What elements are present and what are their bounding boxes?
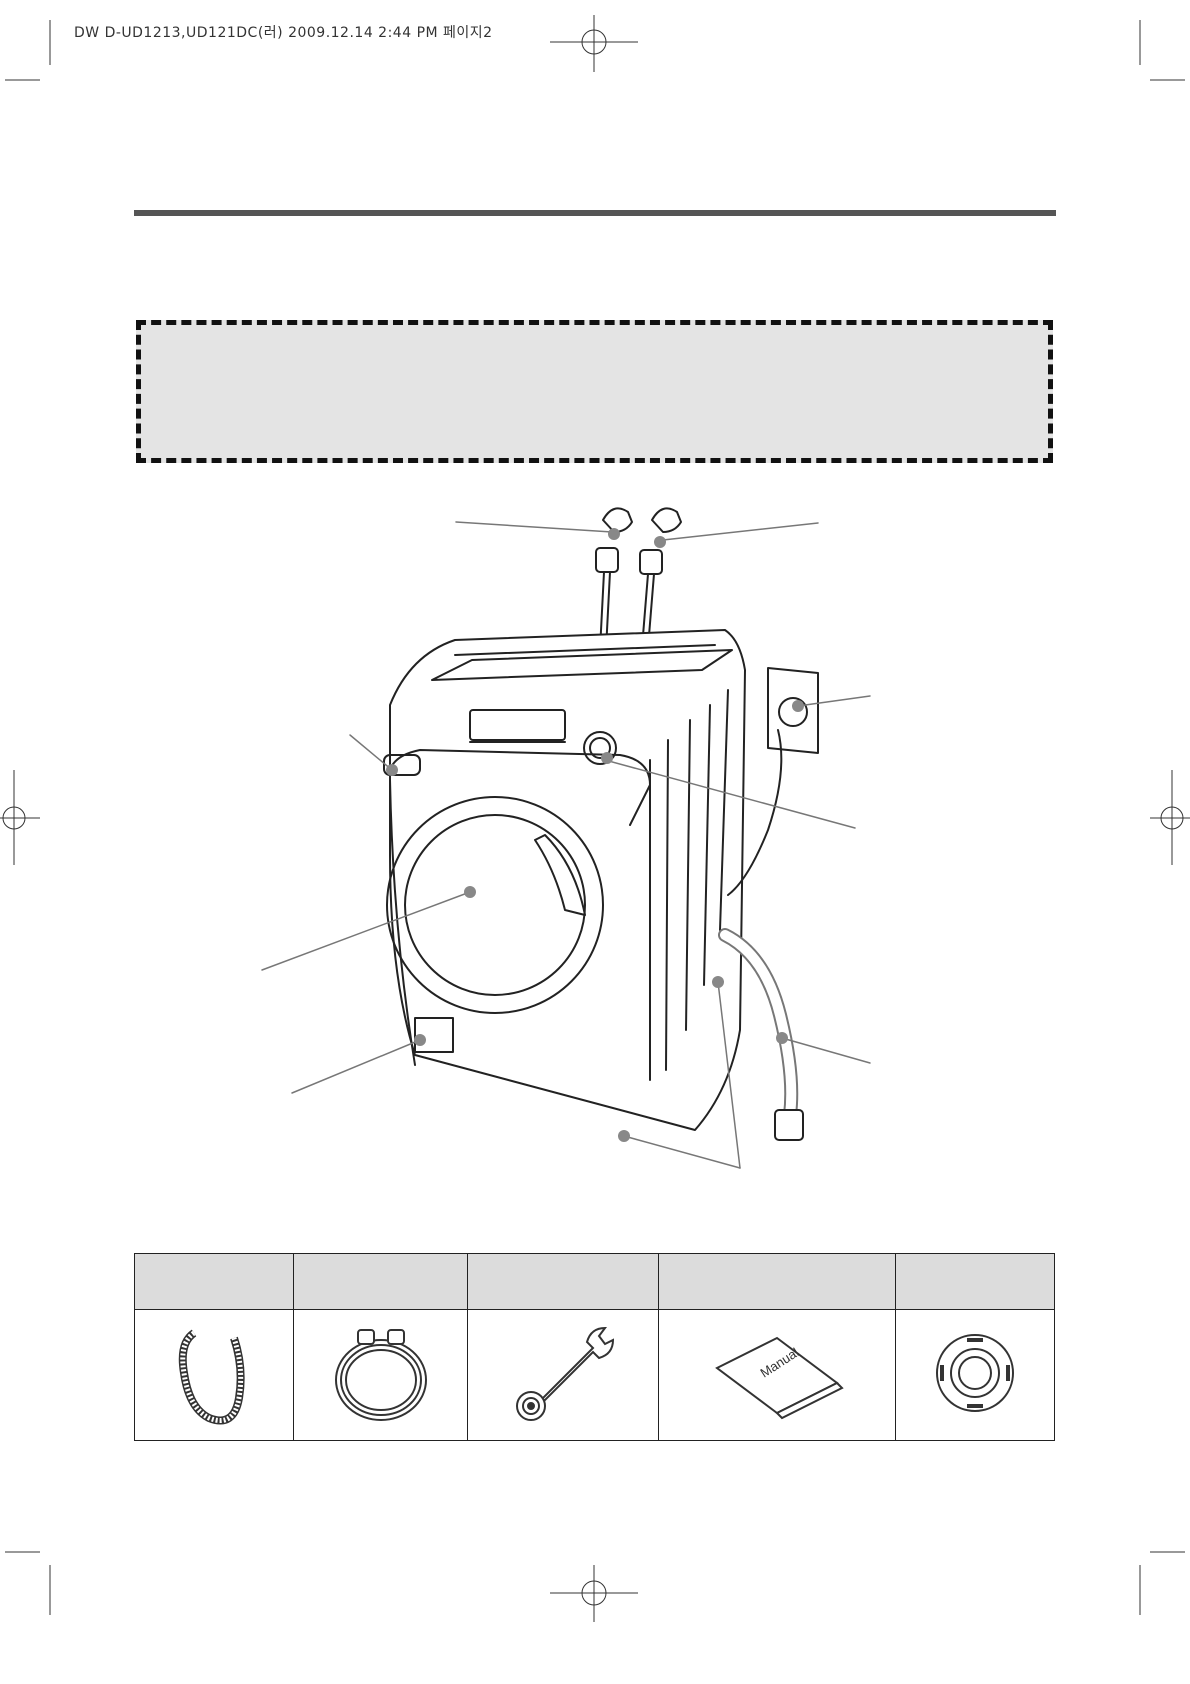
accessory-header-3 bbox=[467, 1253, 659, 1310]
accessories-table: Manual bbox=[134, 1253, 1055, 1441]
water-supply-hose-icon bbox=[334, 1328, 427, 1421]
manual-booklet-icon: Manual bbox=[715, 1336, 844, 1419]
water-taps bbox=[595, 507, 682, 651]
section-title-rule bbox=[134, 210, 1056, 216]
callout-dots bbox=[386, 528, 804, 1142]
notice-box bbox=[136, 320, 1053, 463]
drain-hose bbox=[718, 928, 804, 1141]
print-header: DW D-UD1213,UD121DC(러) 2009.12.14 2:44 P… bbox=[74, 25, 493, 41]
accessory-header-1 bbox=[134, 1253, 294, 1310]
cap-icon bbox=[936, 1333, 1015, 1412]
washing-machine-diagram bbox=[261, 507, 871, 1169]
accessory-cell-drain-hose bbox=[134, 1309, 294, 1441]
callout-lines bbox=[261, 521, 871, 1169]
cabinet bbox=[383, 629, 746, 1131]
accessory-cell-manual: Manual bbox=[657, 1309, 897, 1441]
accessory-cell-supply-hose bbox=[292, 1309, 469, 1441]
accessory-header-5 bbox=[895, 1253, 1055, 1310]
accessory-cell-spanner bbox=[467, 1309, 659, 1441]
accessories-image-row: Manual bbox=[134, 1309, 1055, 1441]
accessory-header-4 bbox=[657, 1253, 897, 1310]
accessory-cell-cap bbox=[895, 1309, 1055, 1441]
power-socket bbox=[727, 667, 819, 896]
accessories-header-row bbox=[134, 1253, 1055, 1310]
spanner-icon bbox=[516, 1326, 615, 1421]
drain-hose-icon bbox=[178, 1329, 245, 1424]
accessory-header-2 bbox=[292, 1253, 469, 1310]
